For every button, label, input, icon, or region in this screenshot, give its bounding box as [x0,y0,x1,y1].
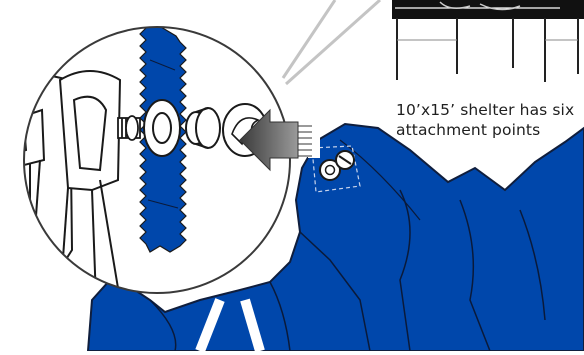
cap-button [186,108,220,148]
washer-ring [144,100,180,156]
canopy-shelter-icon [392,0,584,82]
caption-line-2: attachment points [396,120,584,140]
screw-stud [118,116,140,140]
caption-line-1: 10’x15’ shelter has six [396,100,584,120]
attachment-caption: 10’x15’ shelter has six attachment point… [396,100,584,140]
leader-lines [283,0,380,84]
magnified-inset [10,22,290,300]
